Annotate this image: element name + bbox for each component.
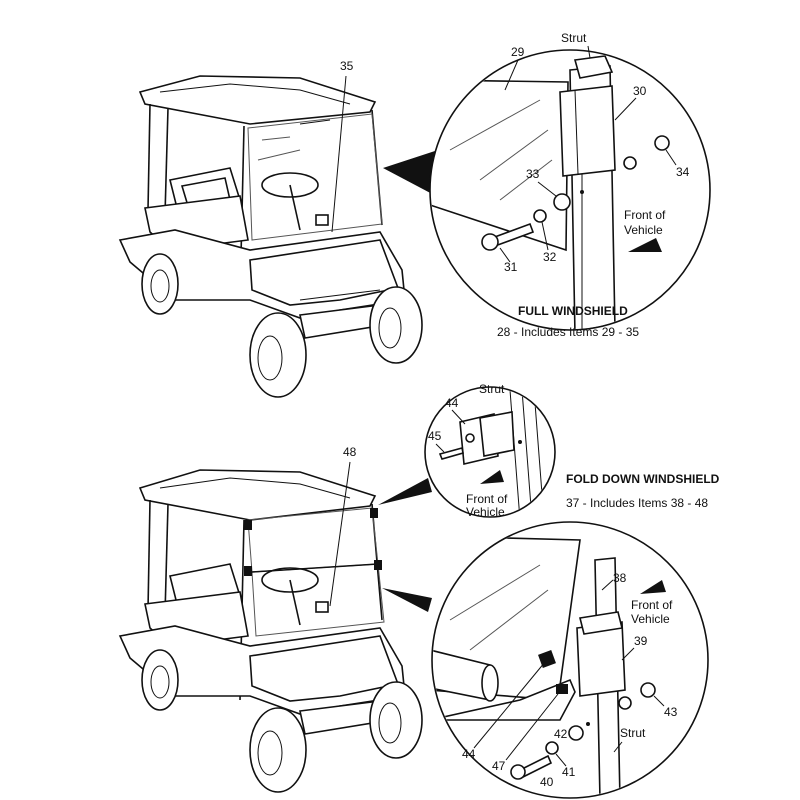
- cart-callout-48: 48: [343, 445, 357, 459]
- fold-windshield-title: FOLD DOWN WINDSHIELD: [566, 472, 720, 486]
- golf-cart-fold-down-windshield: 48: [118, 445, 432, 793]
- full-callout-31: 31: [504, 260, 518, 274]
- fold-big-callout-43: 43: [664, 705, 678, 719]
- full-callout-33: 33: [526, 167, 540, 181]
- fold-big-callout-40: 40: [540, 775, 554, 789]
- fold-big-callout-42: 42: [554, 727, 568, 741]
- fold-big-callout-39: 39: [634, 634, 648, 648]
- full-callout-32: 32: [543, 250, 557, 264]
- fold-big-callout-38: 38: [613, 571, 627, 585]
- fold-small-front-of: Front of: [466, 492, 508, 506]
- fold-small-callout-44: 44: [445, 396, 459, 410]
- fold-small-strut-label: Strut: [479, 382, 505, 396]
- cart-callout-35: 35: [340, 59, 354, 73]
- full-front-of-label: Front of: [624, 208, 666, 222]
- full-callout-30: 30: [633, 84, 647, 98]
- full-windshield-title: FULL WINDSHIELD: [518, 304, 628, 318]
- fold-big-callout-44: 44: [462, 747, 476, 761]
- full-callout-29: 29: [511, 45, 525, 59]
- fold-big-callout-41: 41: [562, 765, 576, 779]
- full-windshield-subtitle: 28 - Includes Items 29 - 35: [497, 325, 639, 339]
- full-strut-label: Strut: [561, 31, 587, 45]
- fold-big-callout-47: 47: [492, 759, 506, 773]
- fold-big-front-of: Front of: [631, 598, 673, 612]
- fold-big-vehicle: Vehicle: [631, 612, 670, 626]
- full-vehicle-label: Vehicle: [624, 223, 663, 237]
- fold-small-vehicle: Vehicle: [466, 505, 505, 519]
- fold-hinge-detail: Strut 44 45 Front of Vehicle: [424, 382, 556, 519]
- golf-cart-full-windshield: 35: [118, 59, 438, 398]
- full-callout-34: 34: [676, 165, 690, 179]
- fold-big-strut-label: Strut: [620, 726, 646, 740]
- fold-small-callout-45: 45: [428, 429, 442, 443]
- fold-windshield-subtitle: 37 - Includes Items 38 - 48: [566, 496, 708, 510]
- fold-down-detail: 38 39 40 41 42 43 44 47 Front of Vehicle…: [431, 521, 709, 799]
- full-windshield-detail: Strut 29 30 31 32 33 34 Front of Vehicle: [429, 31, 711, 331]
